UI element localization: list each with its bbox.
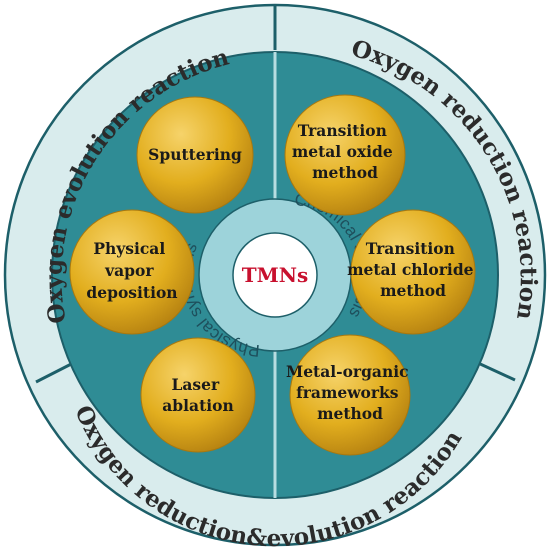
method-label-line: ablation	[162, 396, 233, 415]
method-label-line: deposition	[86, 283, 177, 302]
method-label: Sputtering	[148, 145, 242, 164]
method-label-line: Physical	[93, 239, 165, 258]
method-label-line: Metal-organic	[286, 362, 409, 381]
method-label-line: method	[380, 281, 446, 300]
center-label: TMNs	[242, 263, 309, 287]
method-label-line: method	[317, 404, 383, 423]
method-label-line: Laser	[171, 375, 220, 394]
method-circle	[69, 209, 195, 335]
method-transition-metal-chloride: Transition metal chloride method	[347, 209, 479, 335]
method-label-line: Sputtering	[148, 145, 242, 164]
center-core	[232, 232, 318, 318]
method-label-line: method	[312, 163, 378, 182]
method-circle	[136, 96, 254, 214]
method-circle	[140, 337, 256, 453]
method-label-line: metal chloride	[347, 260, 474, 279]
method-label: Transition metal chloride method	[347, 239, 479, 300]
method-label: Physical vapor deposition	[86, 239, 177, 302]
method-metal-organic-frameworks: Metal-organic frameworks method	[286, 334, 414, 456]
method-label: Transition metal oxide method	[292, 121, 398, 182]
method-sputtering: Sputtering	[136, 96, 254, 214]
method-laser-ablation: Laser ablation	[140, 337, 256, 453]
method-physical-vapor-deposition: Physical vapor deposition	[69, 209, 195, 335]
method-circle	[350, 209, 476, 335]
method-circle	[284, 94, 406, 216]
method-transition-metal-oxide: Transition metal oxide method	[284, 94, 406, 216]
method-label-line: vapor	[104, 261, 154, 280]
method-label-line: Transition	[298, 121, 387, 140]
method-label: Laser ablation	[162, 375, 233, 415]
method-label-line: metal oxide	[292, 142, 393, 161]
method-circle	[289, 334, 411, 456]
method-label: Metal-organic frameworks method	[286, 362, 414, 423]
method-label-line: Transition	[366, 239, 455, 258]
method-label-line: frameworks	[296, 383, 399, 402]
